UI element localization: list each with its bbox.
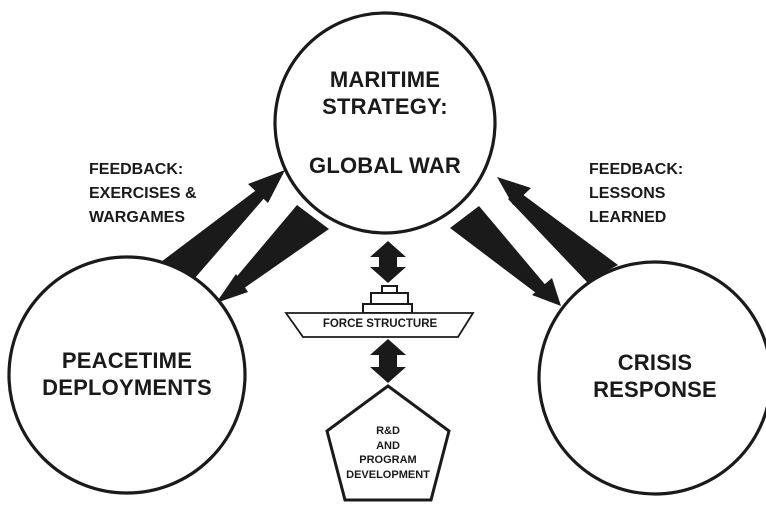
rd-line-1: R&D — [376, 425, 400, 437]
rd-line-3: PROGRAM — [359, 454, 417, 467]
force-structure-hull — [284, 312, 475, 338]
peacetime-line-2: DEPLOYMENTS — [42, 374, 212, 400]
arrow-strategy-to-peacetime — [233, 205, 329, 291]
feedback-right-line-2: LESSONS — [589, 185, 666, 202]
crisis-line-1: CRISIS — [617, 350, 693, 375]
strategy-title-line-1: MARITIME — [329, 67, 441, 92]
arrowhead-crisis-to-strategy — [497, 177, 531, 205]
feedback-left-line-2: EXERCISES & — [89, 185, 197, 202]
feedback-right-line-3: LEARNED — [589, 209, 667, 226]
feedback-left-line-3: WARGAMES — [89, 209, 185, 226]
ship-upper-deck — [362, 303, 413, 314]
ship-deckhouse — [370, 292, 409, 305]
rd-program-label: R&D AND PROGRAM DEVELOPMENT — [328, 424, 448, 482]
node-rd-program — [325, 384, 451, 502]
arrowhead-strategy-to-peacetime — [216, 274, 248, 303]
peacetime-label: PEACETIME DEPLOYMENTS — [7, 348, 247, 402]
feedback-left: FEEDBACK: EXERCISES & WARGAMES — [89, 158, 229, 230]
force-structure-label: FORCE STRUCTURE — [300, 318, 460, 331]
node-peacetime-deployments — [7, 255, 247, 495]
feedback-right-line-1: FEEDBACK: — [589, 161, 684, 178]
arrow-strategy-to-crisis — [450, 206, 548, 296]
force-structure-text: FORCE STRUCTURE — [322, 318, 438, 330]
crisis-label: CRISIS RESPONSE — [555, 350, 755, 404]
arrowhead-strategy-to-crisis — [532, 278, 561, 306]
strategy-subtitle-text: GLOBAL WAR — [309, 153, 461, 178]
node-crisis-response — [537, 260, 766, 496]
peacetime-line-1: PEACETIME — [61, 348, 193, 373]
feedback-right: FEEDBACK: LESSONS LEARNED — [589, 158, 719, 230]
feedback-left-line-1: FEEDBACK: — [89, 161, 184, 178]
arrow-crisis-to-strategy — [508, 191, 618, 282]
node-maritime-strategy — [273, 11, 497, 235]
ship-bridge — [381, 285, 398, 294]
rd-line-2: AND — [376, 439, 400, 452]
double-arrow-strategy-force — [370, 241, 406, 283]
arrowhead-peacetime-to-strategy — [248, 170, 285, 203]
strategy-subtitle: GLOBAL WAR — [285, 153, 485, 180]
strategy-title-line-2: STRATEGY: — [322, 93, 448, 119]
crisis-line-2: RESPONSE — [593, 376, 717, 402]
strategy-title: MARITIME STRATEGY: — [285, 67, 485, 121]
arrow-peacetime-to-strategy — [153, 191, 266, 286]
double-arrow-force-rd — [370, 339, 406, 383]
rd-line-4: DEVELOPMENT — [346, 468, 430, 481]
